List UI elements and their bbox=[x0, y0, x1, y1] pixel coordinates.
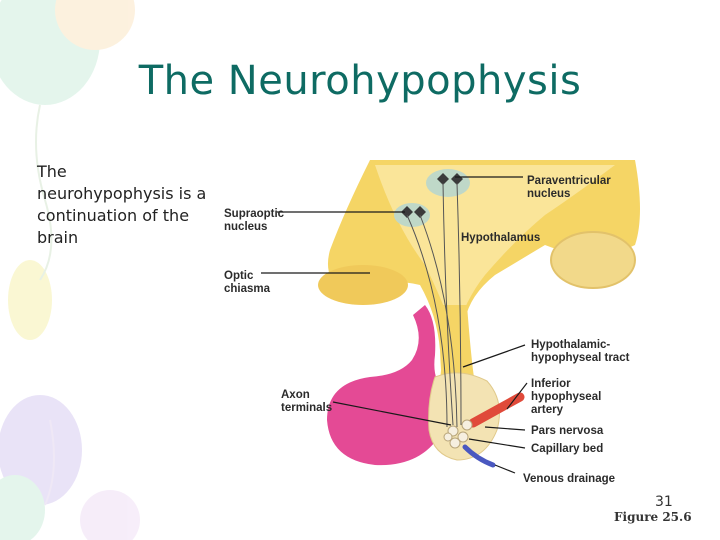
label-hypothalamus: Hypothalamus bbox=[461, 232, 540, 244]
mammillary-body bbox=[551, 232, 635, 288]
capillary-bed-node bbox=[444, 433, 452, 441]
supraoptic-nucleus bbox=[394, 203, 430, 227]
slide-title: The Neurohypophysis bbox=[0, 58, 720, 104]
leader-line bbox=[463, 345, 525, 367]
page-number: 31 bbox=[655, 494, 673, 510]
leader-line bbox=[495, 465, 515, 473]
label-pars-nervosa: Pars nervosa bbox=[531, 425, 604, 437]
adenohypophysis bbox=[327, 305, 447, 465]
body-text: The neurohypophysis is a continuation of… bbox=[37, 161, 207, 249]
label-capillary-bed: Capillary bed bbox=[531, 443, 603, 455]
label-hypothalamic-hypophyseal-tract: Hypothalamic-hypophyseal tract bbox=[531, 339, 630, 364]
balloon-decoration bbox=[80, 490, 140, 540]
optic-chiasma bbox=[318, 265, 408, 305]
figure-reference: Figure 25.6 bbox=[614, 510, 692, 524]
capillary-bed-node bbox=[462, 420, 472, 430]
label-venous-drainage: Venous drainage bbox=[523, 473, 615, 485]
paraventricular-nucleus bbox=[426, 169, 470, 197]
